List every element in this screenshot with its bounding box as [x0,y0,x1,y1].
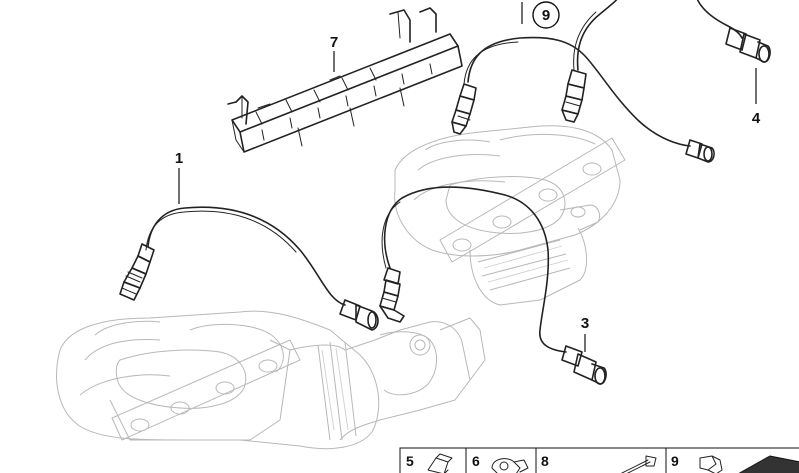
oxygen-sensor-4-plug[interactable] [696,0,771,104]
cable-holder-icon [491,458,529,473]
legend-cell-8[interactable] [535,447,667,473]
cable-tie-icon [620,455,657,473]
legend-strip: 5 6 8 9 [399,447,799,473]
legend-number-6: 6 [472,453,480,469]
front-exhaust-manifold-ghost [56,310,486,450]
legend-cell-5[interactable] [399,447,467,473]
legend-number-9: 9 [671,453,679,469]
callout-part-7: 7 [330,34,338,51]
callout-part-4: 4 [752,110,761,127]
oxygen-sensor-rear-right[interactable] [561,0,618,123]
legend-number-8: 8 [541,453,549,469]
oxygen-sensor-3-plug[interactable] [561,334,607,385]
callout-part-3: 3 [581,315,589,332]
rear-exhaust-manifold-ghost [394,125,626,306]
oxygen-sensor-rear-left[interactable] [451,36,715,163]
callout-part-1: 1 [175,150,183,167]
wedge-icon [738,455,799,473]
legend-number-5: 5 [406,453,414,469]
oxygen-sensor-2[interactable] [379,186,567,353]
callout-part-9: 9 [542,7,550,24]
callout-part-9-circle: 9 [532,1,560,29]
bracket-holder[interactable] [227,7,463,153]
oxygen-sensor-1[interactable] [119,206,379,331]
